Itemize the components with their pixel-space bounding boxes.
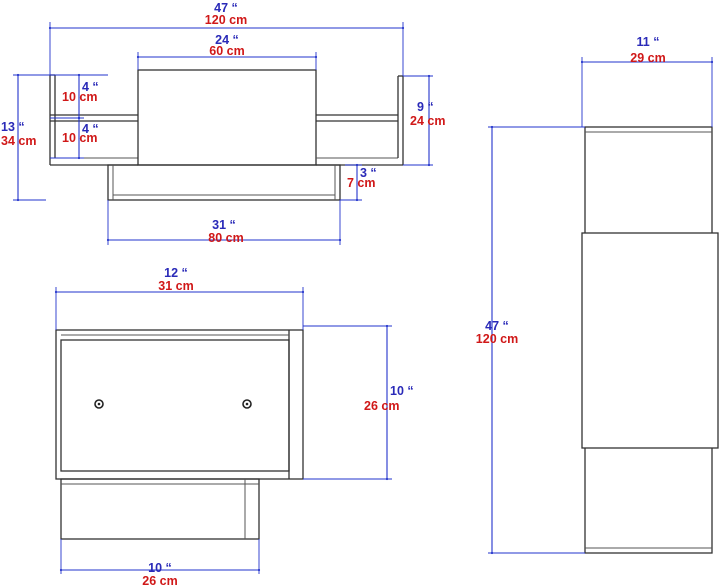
shelf-bottom-gap-in: 4 “: [82, 122, 99, 136]
base-width-cm: 80 cm: [208, 231, 243, 245]
dim-base-width: 31 “ 80 cm: [106, 200, 342, 245]
shelf-top-gap-cm: 10 cm: [62, 90, 97, 104]
right-shelf-unit: [316, 75, 404, 166]
base-height-cm: 7 cm: [347, 176, 376, 190]
top-center-box: [581, 232, 719, 449]
overall-width-in: 47 “: [214, 1, 238, 15]
box-height-in: 10 “: [390, 384, 414, 398]
side-height-in: 9 “: [417, 100, 434, 114]
base-height-in: 3 “: [360, 166, 377, 180]
dim-box-height: 10 “ 26 cm: [303, 324, 414, 481]
base-depth-cm: 26 cm: [142, 574, 177, 588]
front-base: [107, 164, 341, 201]
shelf-top-gap-in: 4 “: [82, 80, 99, 94]
overall-depth-in: 12 “: [164, 266, 188, 280]
dim-overall-width: 47 “ 120 cm: [48, 1, 405, 76]
top-width-in: 11 “: [637, 35, 660, 49]
base-width-in: 31 “: [212, 218, 236, 232]
dim-base-height: 3 “ 7 cm: [340, 163, 377, 202]
center-width-cm: 60 cm: [209, 44, 244, 58]
side-view: 12 “ 31 cm 10 “ 26 cm 10 “ 26 cm: [54, 266, 414, 588]
center-box: [137, 69, 317, 166]
dim-shelf-gaps: 4 “ 10 cm 4 “ 10 cm: [50, 73, 108, 160]
top-width-cm: 29 cm: [630, 51, 665, 65]
shelf-bottom-gap-cm: 10 cm: [62, 131, 97, 145]
dim-top-length: 47 “ 120 cm: [476, 125, 585, 555]
total-height-in: 13 “: [1, 120, 25, 134]
top-length-in: 47 “: [485, 319, 509, 333]
side-height-cm: 24 cm: [410, 114, 445, 128]
top-view: 11 “ 29 cm 47 “ 120 cm: [476, 35, 719, 555]
dim-center-width: 24 “ 60 cm: [136, 33, 318, 70]
base-depth-in: 10 “: [148, 561, 172, 575]
center-width-in: 24 “: [215, 33, 239, 47]
total-height-cm: 34 cm: [1, 134, 36, 148]
dim-top-width: 11 “ 29 cm: [580, 35, 714, 127]
dim-side-height: 9 “ 24 cm: [403, 74, 445, 167]
dim-overall-depth: 12 “ 31 cm: [54, 266, 305, 330]
front-view: 47 “ 120 cm 24 “ 60 cm 4 “ 10 cm 4 “ 10 …: [1, 1, 445, 245]
dim-base-depth: 10 “ 26 cm: [59, 539, 261, 588]
side-box-outer: [55, 329, 304, 480]
dim-total-height: 13 “ 34 cm: [1, 73, 50, 202]
overall-width-cm: 120 cm: [205, 13, 247, 27]
top-length-cm: 120 cm: [476, 332, 518, 346]
side-base: [60, 478, 260, 540]
overall-depth-cm: 31 cm: [158, 279, 193, 293]
box-height-cm: 26 cm: [364, 399, 399, 413]
